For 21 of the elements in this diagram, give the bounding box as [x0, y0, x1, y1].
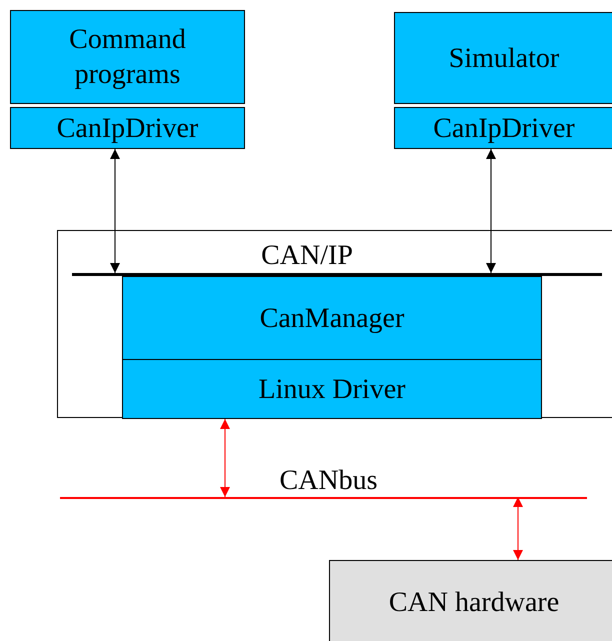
process-box [10, 107, 245, 149]
box-label: Command programs [68, 23, 187, 92]
process-box [10, 10, 245, 104]
container-box [57, 230, 612, 418]
double-arrow [220, 418, 230, 498]
box-label: CanManager [260, 302, 404, 336]
box-label: CanIpDriver [56, 112, 198, 146]
box-label: CanIpDriver [433, 112, 575, 146]
bus-label: CANbus [279, 465, 378, 497]
double-arrow [486, 148, 496, 274]
process-box [394, 107, 612, 149]
double-arrow [110, 148, 120, 274]
box-label: Simulator [448, 42, 560, 76]
process-box [394, 12, 612, 104]
box-label: CAN hardware [388, 586, 560, 620]
process-box [122, 359, 542, 419]
process-box [122, 276, 542, 360]
process-box [329, 560, 612, 641]
double-arrow [513, 496, 523, 560]
box-label: Linux Driver [258, 372, 406, 406]
bus-label: CAN/IP [261, 239, 353, 273]
